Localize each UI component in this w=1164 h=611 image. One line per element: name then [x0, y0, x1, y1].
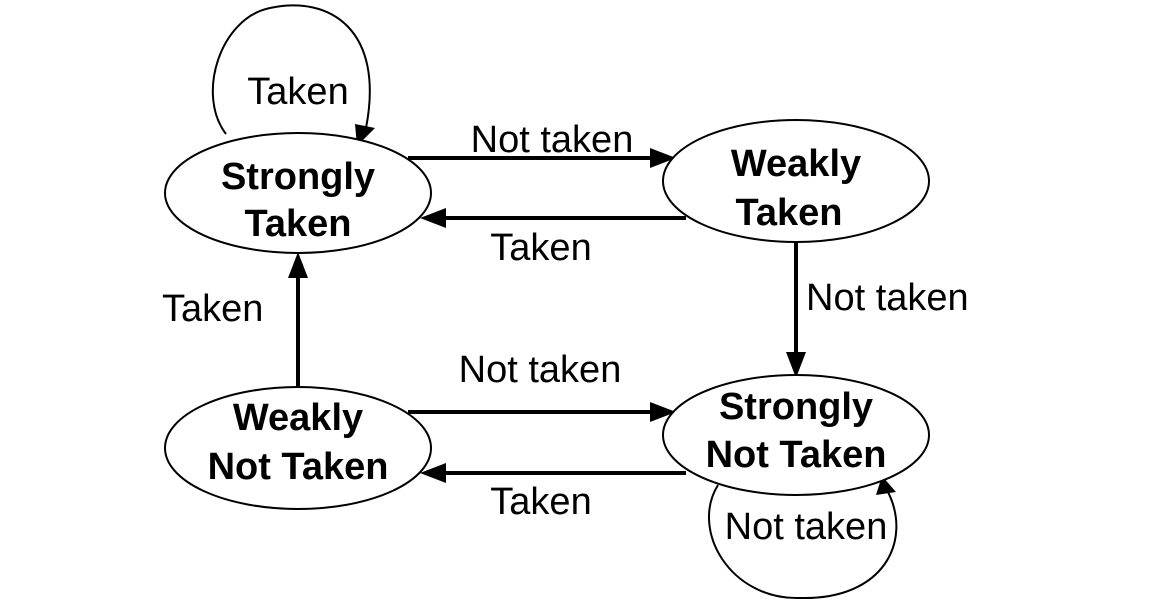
- state-weakly-not-taken-label-line2: Not Taken: [208, 446, 389, 488]
- wt-to-snt-arrowhead: [786, 352, 806, 378]
- wnt-to-st-label: Taken: [162, 288, 263, 330]
- st-self-loop-label: Taken: [247, 71, 348, 113]
- wt-to-st-label: Taken: [490, 227, 591, 269]
- st-to-wt-label: Not taken: [471, 119, 634, 161]
- state-strongly-not-taken-label-line1: Strongly: [719, 386, 873, 428]
- state-strongly-taken: Strongly Taken: [164, 132, 432, 254]
- state-weakly-not-taken-label-line1: Weakly: [233, 397, 363, 439]
- state-weakly-taken-shape: [662, 119, 930, 243]
- state-weakly-not-taken-shape: [164, 386, 432, 510]
- wnt-to-snt-arrowhead: [650, 402, 676, 422]
- st-to-wt-arrowhead: [650, 148, 676, 168]
- state-strongly-taken-label-line1: Strongly: [221, 156, 375, 198]
- wt-to-snt-label: Not taken: [806, 277, 969, 319]
- state-strongly-not-taken-shape: [662, 374, 930, 496]
- state-strongly-not-taken: Strongly Not Taken: [662, 374, 930, 496]
- state-weakly-taken-label-line1: Weakly: [731, 143, 861, 185]
- snt-to-wnt-arrowhead: [420, 463, 446, 483]
- state-weakly-taken: Weakly Taken: [662, 119, 930, 243]
- state-strongly-not-taken-label-line2: Not Taken: [706, 434, 887, 476]
- state-weakly-not-taken: Weakly Not Taken: [164, 386, 432, 510]
- state-strongly-taken-shape: [164, 132, 432, 254]
- state-strongly-taken-label-line2: Taken: [244, 203, 351, 245]
- snt-to-wnt-label: Taken: [490, 481, 591, 523]
- state-weakly-taken-label-line2: Taken: [735, 192, 842, 234]
- wt-to-st-arrowhead: [420, 208, 446, 228]
- wnt-to-st-arrowhead: [288, 252, 308, 278]
- snt-self-loop-label: Not taken: [725, 506, 888, 548]
- snt-self-loop-curve: [708, 484, 898, 600]
- st-self-loop-curve: [211, 4, 371, 135]
- wnt-to-snt-label: Not taken: [459, 349, 622, 391]
